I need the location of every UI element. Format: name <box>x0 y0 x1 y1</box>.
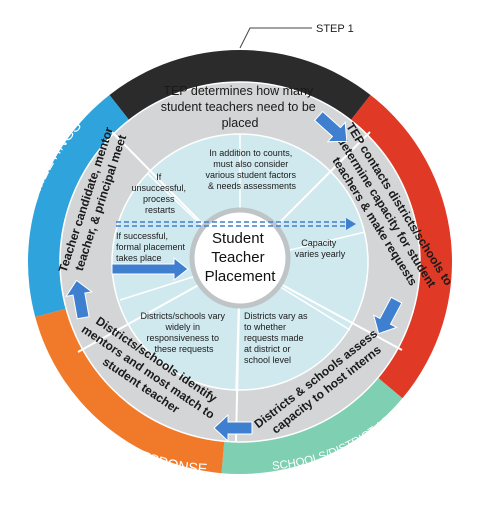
inner-right-text: Capacity varies yearly <box>295 238 346 259</box>
inner-bottom-left-text: Districts/schools vary widely in respons… <box>140 311 227 354</box>
band-initial-meetings <box>28 94 131 317</box>
center-circle <box>189 207 291 309</box>
arrow-to-center <box>111 256 189 282</box>
center-label: Student Teacher Placement <box>205 230 277 285</box>
middle-top-text: TEP determines how many student teachers… <box>161 84 319 130</box>
restart-dashed-arrow <box>116 218 356 230</box>
step-label: STEP 1 <box>316 23 354 35</box>
inner-left-text: If successful, formal placement takes pl… <box>116 231 188 263</box>
arrow-right <box>372 296 403 335</box>
flow-arrows <box>65 110 403 443</box>
arrow-top-right <box>313 110 348 143</box>
step-callout-line <box>239 27 312 49</box>
inner-upper-left-text: If unsuccessful, process restarts <box>131 172 188 215</box>
arrow-bottom <box>213 413 253 443</box>
band-tep-contacts <box>349 94 453 399</box>
band-tep-needs-assessment <box>109 50 371 122</box>
inner-bottom-right-text: Districts vary as to whether requests ma… <box>244 311 310 365</box>
inner-top-text: In addition to counts, must also conside… <box>205 148 298 191</box>
arrow-left <box>65 279 93 320</box>
